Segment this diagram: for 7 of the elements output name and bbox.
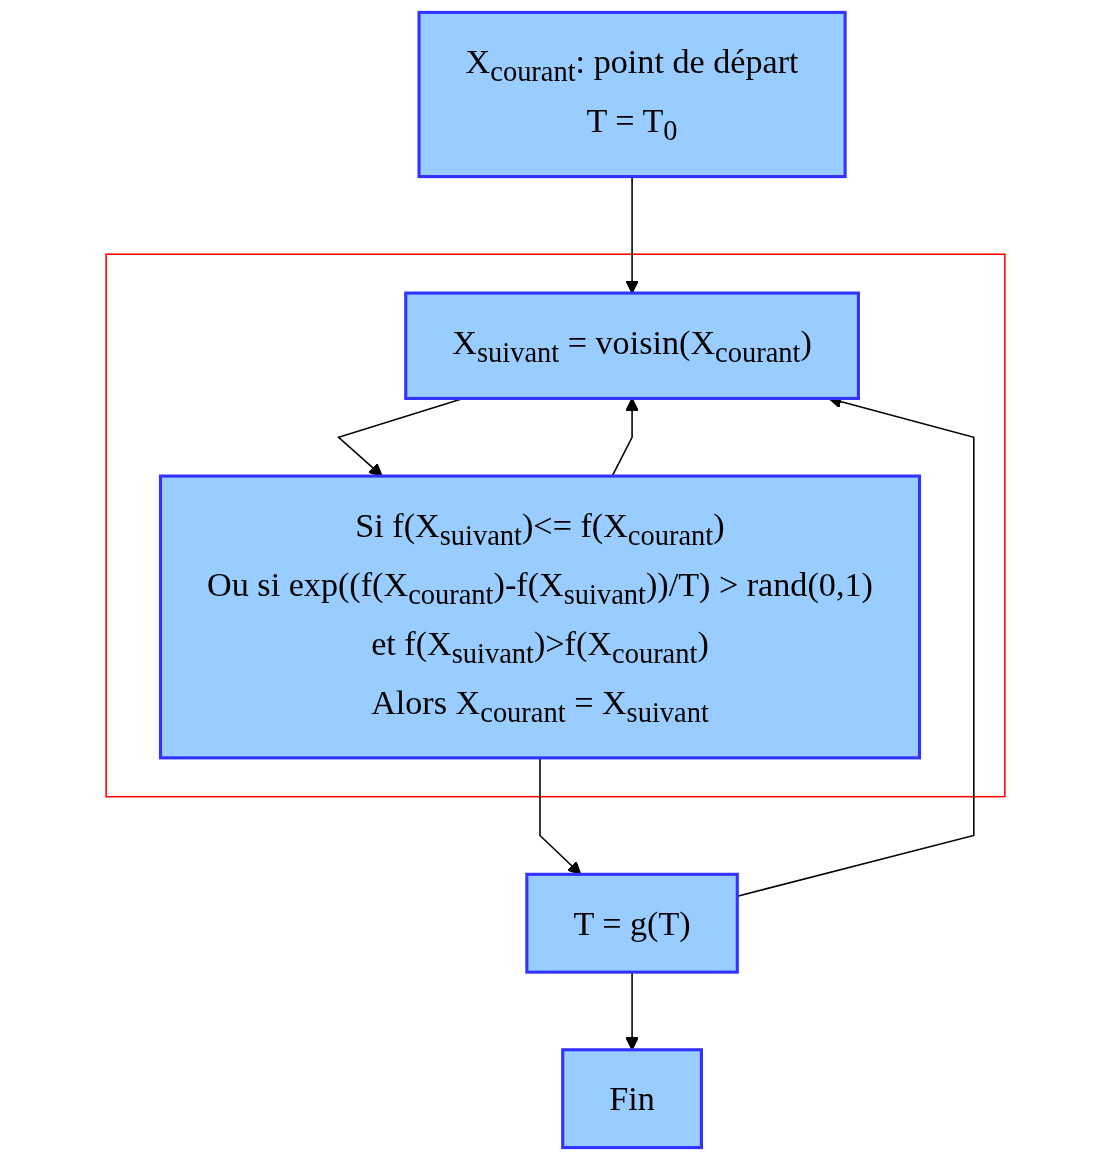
node-box: X$_{courant}$: point de départ T = T$_{0}$ [417, 10, 847, 179]
node-box: X$_{suivant}$ = voisin(X$_{courant}$) [404, 291, 860, 400]
node-box: Fin [561, 1048, 703, 1150]
arrow [539, 757, 582, 875]
cluster [105, 253, 1006, 798]
node-box: Si f(X$_{suivant}$)<= f(X$_{courant}$) Ou si exp((f(X$_{courant}$)-f(X$_{suivant}$))/T) > rand(0,1) et f(X$_{suivant}$)>f(X$_{courant}$) Alors X$_{courant}$ = X$_{suivant}$ [158, 474, 922, 760]
node-box: T = g(T) [525, 872, 739, 974]
